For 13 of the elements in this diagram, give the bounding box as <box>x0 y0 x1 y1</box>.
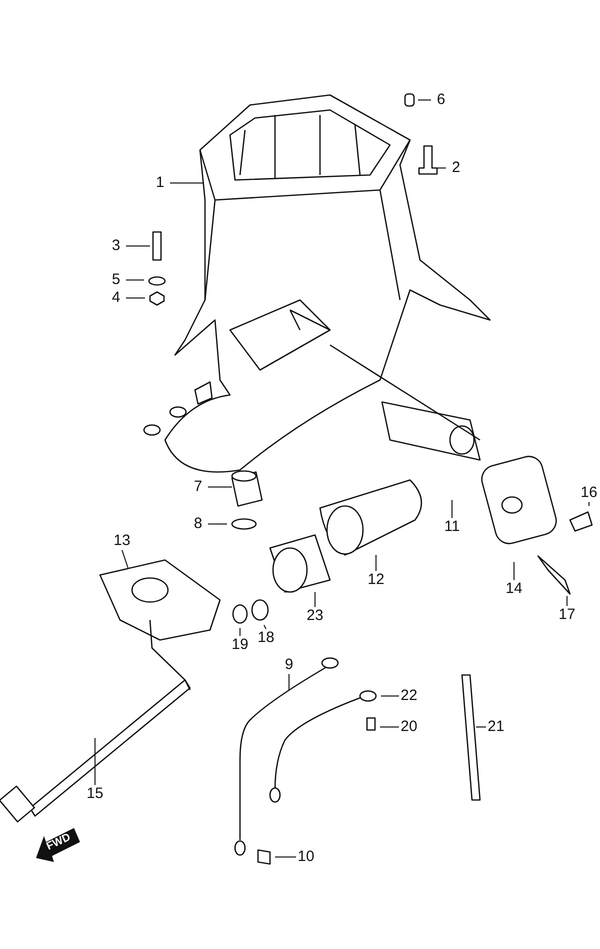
leader-line <box>122 550 128 568</box>
direction-label: FWD <box>44 831 72 853</box>
leader-line <box>170 182 204 184</box>
leader-line <box>288 674 290 690</box>
leader-line <box>264 624 266 630</box>
leader-line <box>588 502 590 506</box>
leader-line <box>380 726 400 728</box>
leader-line <box>314 592 316 608</box>
leader-line <box>566 596 568 606</box>
leader-line <box>94 738 96 786</box>
leader-line <box>274 856 296 858</box>
leader-line <box>208 486 232 488</box>
leader-line <box>476 726 486 728</box>
